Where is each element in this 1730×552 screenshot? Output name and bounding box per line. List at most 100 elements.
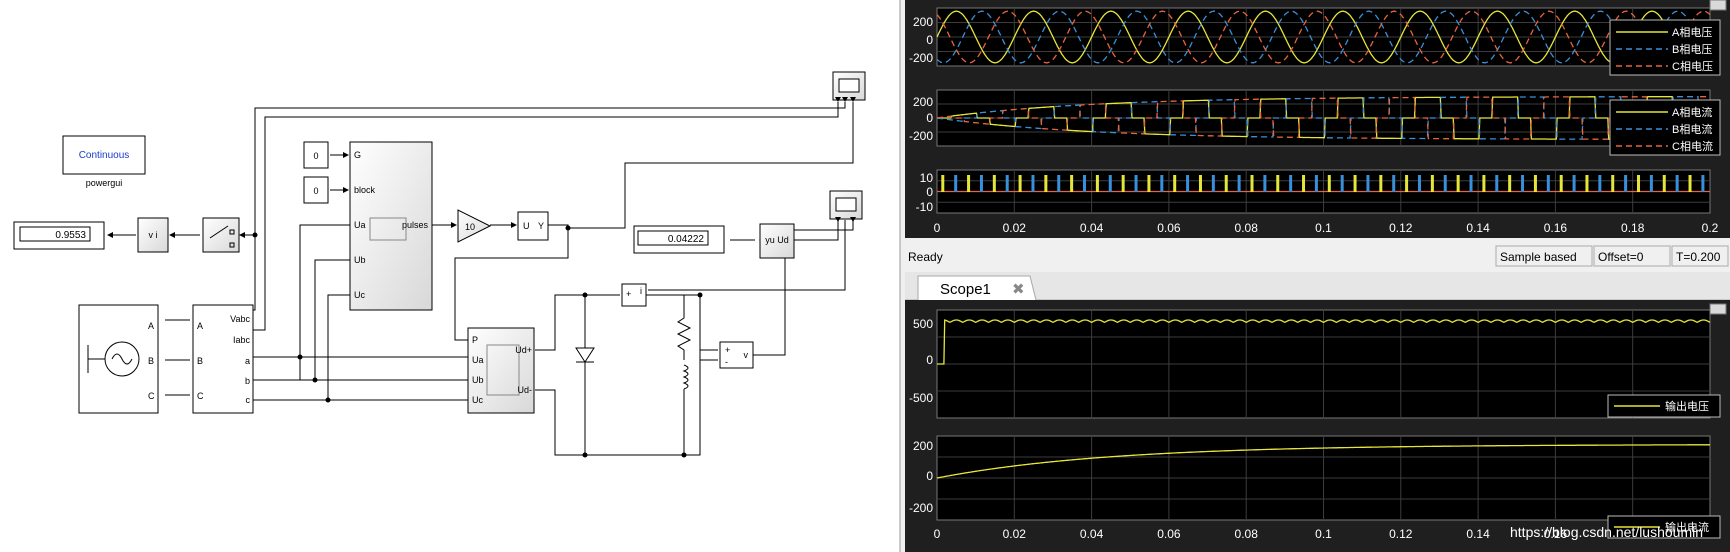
s1-x-tick: 0 <box>934 527 941 541</box>
s1-x-tick: 0.02 <box>1003 527 1027 541</box>
vi-label: v i <box>149 230 158 240</box>
pulse-mark <box>1211 175 1215 192</box>
pulse-mark <box>1340 175 1344 192</box>
top-x-tick: 0.16 <box>1544 221 1568 235</box>
s1-y2-tick: 200 <box>913 439 933 453</box>
meas-port-c: c <box>246 395 251 405</box>
pulse-mark <box>1327 175 1331 192</box>
rl-load[interactable] <box>676 300 692 455</box>
scope1-tab[interactable]: Scope1 ✖ <box>917 275 1037 301</box>
pulse-mark <box>1392 175 1396 192</box>
junction-dots <box>252 225 703 458</box>
top-y2-tick: 0 <box>926 111 933 125</box>
current-measurement-block[interactable]: + i <box>621 283 647 307</box>
s1-x-tick: 0.04 <box>1080 527 1104 541</box>
legend-vout: 输出电压 <box>1665 399 1709 413</box>
three-phase-source-block[interactable]: A B C <box>78 304 159 414</box>
scope-block-top[interactable] <box>832 71 866 102</box>
pulse-mark <box>1559 175 1563 192</box>
meas-port-iabc: Iabc <box>233 335 251 345</box>
three-phase-vi-measurement-block[interactable]: A B C Vabc Iabc a b c <box>192 304 254 414</box>
pulse-mark <box>1057 175 1061 192</box>
top-x-tick: 0.1 <box>1315 221 1332 235</box>
top-y2-tick: 200 <box>913 95 933 109</box>
pulse-mark <box>1044 175 1048 192</box>
status-ready: Ready <box>908 250 943 264</box>
display-block-ripple[interactable]: 0.04222 <box>633 225 725 254</box>
pulse-mark <box>1173 175 1177 192</box>
top-legend-current[interactable]: A相电流 B相电流 C相电流 <box>1609 99 1721 156</box>
scope1-plot-area <box>936 309 1711 521</box>
pulse-mark <box>1456 175 1460 192</box>
pulse-mark <box>992 175 996 192</box>
powergui-caption: powergui <box>86 178 123 188</box>
top-x-tick: 0.12 <box>1389 221 1413 235</box>
status-offset: Offset=0 <box>1598 250 1644 264</box>
legend-va: A相电压 <box>1672 26 1712 39</box>
bridge-port-ua: Ua <box>472 355 484 365</box>
vi-compute-block[interactable]: v i <box>137 217 169 253</box>
top-x-tick: 0 <box>934 221 941 235</box>
scope-block-bottom[interactable] <box>829 190 863 222</box>
meas-port-b-in: B <box>197 356 203 366</box>
gain-block[interactable]: 10 <box>457 209 492 243</box>
top-legend-voltage[interactable]: A相电压 B相电压 C相电压 <box>1609 19 1721 76</box>
uy-y: Y <box>538 221 544 231</box>
s1-x-tick: 0.08 <box>1235 527 1259 541</box>
legend-vc: C相电压 <box>1672 60 1713 73</box>
powergui-block[interactable]: Continuous powergui <box>62 135 146 188</box>
s1-x-tick: 0.14 <box>1466 527 1490 541</box>
pulse-mark <box>967 175 971 192</box>
bridge-port-uc: Uc <box>472 395 483 405</box>
s1-y1-tick: -500 <box>909 391 933 405</box>
s1-y1-tick: 0 <box>926 353 933 367</box>
display2-value: 0.04222 <box>668 234 705 245</box>
pulse-mark <box>1469 175 1473 192</box>
vmeas-minus: - <box>725 357 728 367</box>
top-restore-button[interactable] <box>1709 0 1727 11</box>
s1-x-tick: 0.16 <box>1544 527 1568 541</box>
display1-value: 0.9553 <box>55 230 86 241</box>
close-icon[interactable]: ✖ <box>1012 281 1025 298</box>
constant-g-value: 0 <box>313 151 318 161</box>
meas-port-b: b <box>245 376 250 386</box>
trace-vout <box>937 319 1711 365</box>
constant-g-block[interactable]: 0 <box>303 141 329 169</box>
pulse-mark <box>1533 175 1537 192</box>
bridge-port-udm: Ud- <box>517 385 532 395</box>
meas-port-a-in: A <box>197 321 203 331</box>
vmeas-v: v <box>744 350 749 360</box>
display-block-power-factor[interactable]: 0.9553 <box>13 221 105 250</box>
bridge-port-ub: Ub <box>472 375 484 385</box>
pulse-mark <box>1495 175 1499 192</box>
pulse-generator-block[interactable]: G block Ua Ub Uc pulses <box>349 141 433 311</box>
pulse-mark <box>1095 175 1099 192</box>
pulse-mark <box>1379 175 1383 192</box>
pulse-port-ua: Ua <box>354 220 366 230</box>
pulse-mark <box>1417 175 1421 192</box>
meas-port-a: a <box>245 356 250 366</box>
scope1-restore-button[interactable] <box>1709 303 1727 315</box>
pulse-mark <box>1108 175 1112 192</box>
yu-ud-block[interactable]: yu Ud <box>759 223 795 259</box>
pulse-mark <box>1276 175 1280 192</box>
scope1-legend-current[interactable]: 输出电流 <box>1607 515 1721 539</box>
trace-vb <box>936 10 1711 64</box>
thyristor-bridge-block[interactable]: P Ua Ub Uc Ud+ Ud- <box>467 327 535 414</box>
constant-block-block[interactable]: 0 <box>303 176 329 204</box>
pulse-mark <box>1508 175 1512 192</box>
pulse-mark <box>941 175 945 192</box>
scope1-legend-voltage[interactable]: 输出电压 <box>1607 394 1721 418</box>
top-y1-tick: 0 <box>926 33 933 47</box>
uy-block[interactable]: U Y <box>517 211 549 241</box>
top-x-tick: 0.04 <box>1080 221 1104 235</box>
voltage-measurement-block[interactable]: + - v <box>719 341 754 369</box>
pulse-mark <box>1147 175 1151 192</box>
manual-switch-block[interactable] <box>202 217 240 253</box>
simulink-canvas: Continuous powergui 0.9553 v i 0 <box>13 71 866 458</box>
freewheel-diode[interactable] <box>575 330 595 385</box>
trace-va <box>936 10 1711 64</box>
